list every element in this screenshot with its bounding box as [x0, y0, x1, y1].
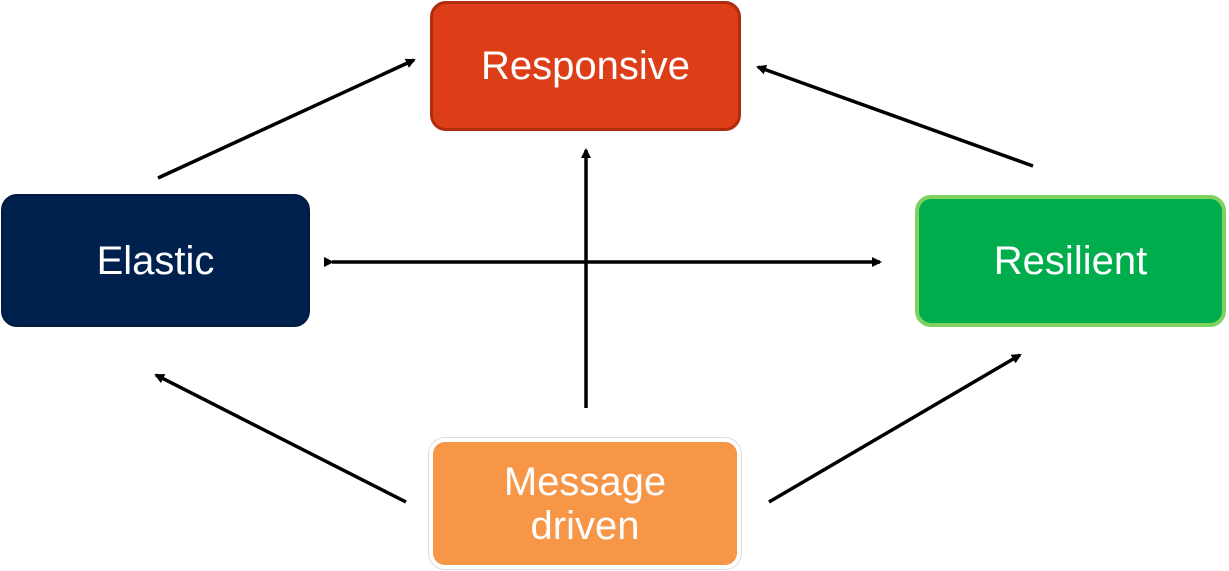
- node-elastic-label: Elastic: [96, 238, 215, 283]
- node-resilient-label: Resilient: [993, 239, 1148, 283]
- node-message-driven-label: Message driven: [503, 459, 667, 548]
- arrow-resilient-to-responsive: [756, 65, 1034, 168]
- node-responsive: Responsive: [430, 1, 741, 131]
- node-elastic: Elastic: [1, 194, 310, 327]
- node-message-driven: Message driven: [429, 438, 741, 569]
- arrow-message-to-elastic: [154, 373, 407, 504]
- node-resilient: Resilient: [915, 195, 1226, 327]
- arrow-message-to-resilient: [768, 353, 1022, 504]
- arrow-elastic-to-responsive: [157, 58, 416, 180]
- node-responsive-label: Responsive: [480, 44, 690, 88]
